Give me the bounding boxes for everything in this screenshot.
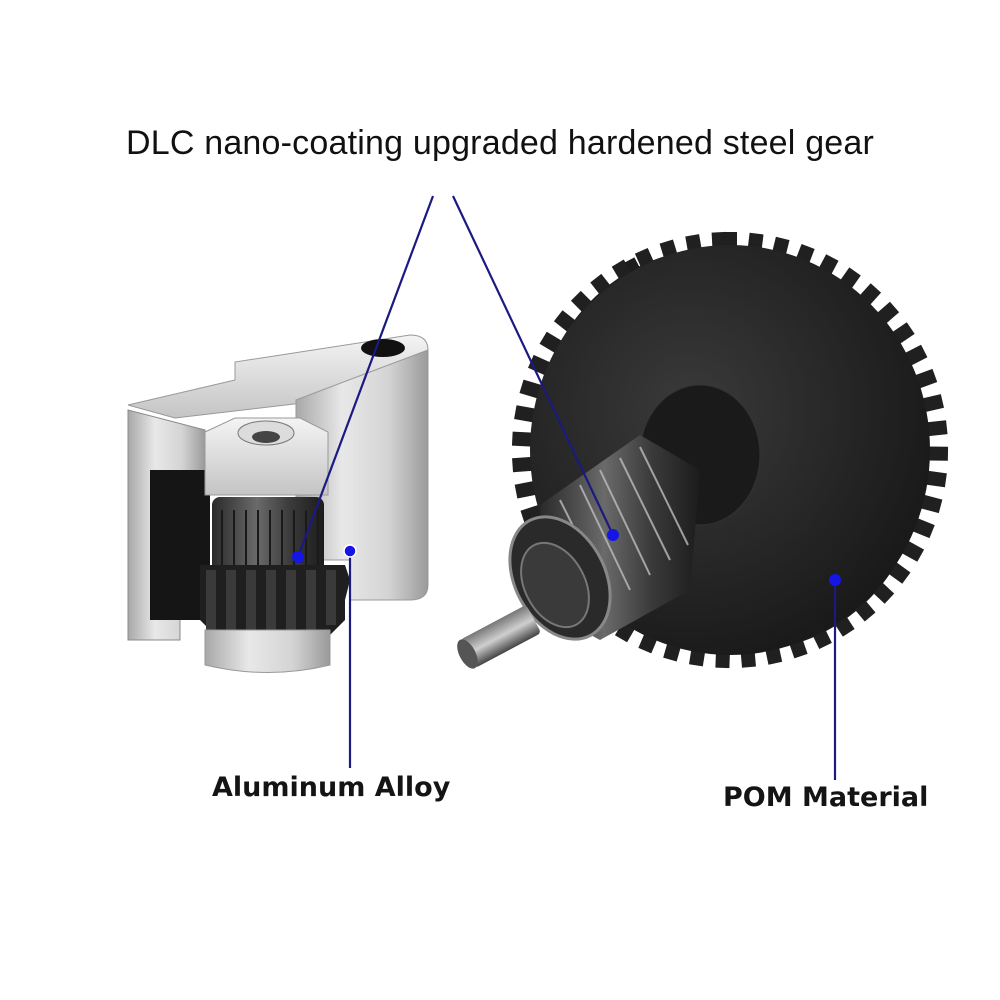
aluminum-arm [127, 334, 429, 673]
leader-dots [292, 529, 841, 586]
dot-right-gear [607, 529, 619, 541]
leader-line-right-gear [452, 195, 614, 536]
label-pom-material: POM Material [723, 782, 929, 813]
dot-pom [829, 574, 841, 586]
heading-dlc-gear: DLC nano-coating upgraded hardened steel… [125, 124, 875, 162]
dot-aluminum [343, 544, 357, 558]
label-aluminum-alloy: Aluminum Alloy [212, 772, 451, 803]
pom-gear [457, 231, 949, 669]
leader-lines [296, 195, 837, 780]
dot-left-gear [292, 551, 304, 563]
leader-line-left-gear [296, 195, 435, 558]
